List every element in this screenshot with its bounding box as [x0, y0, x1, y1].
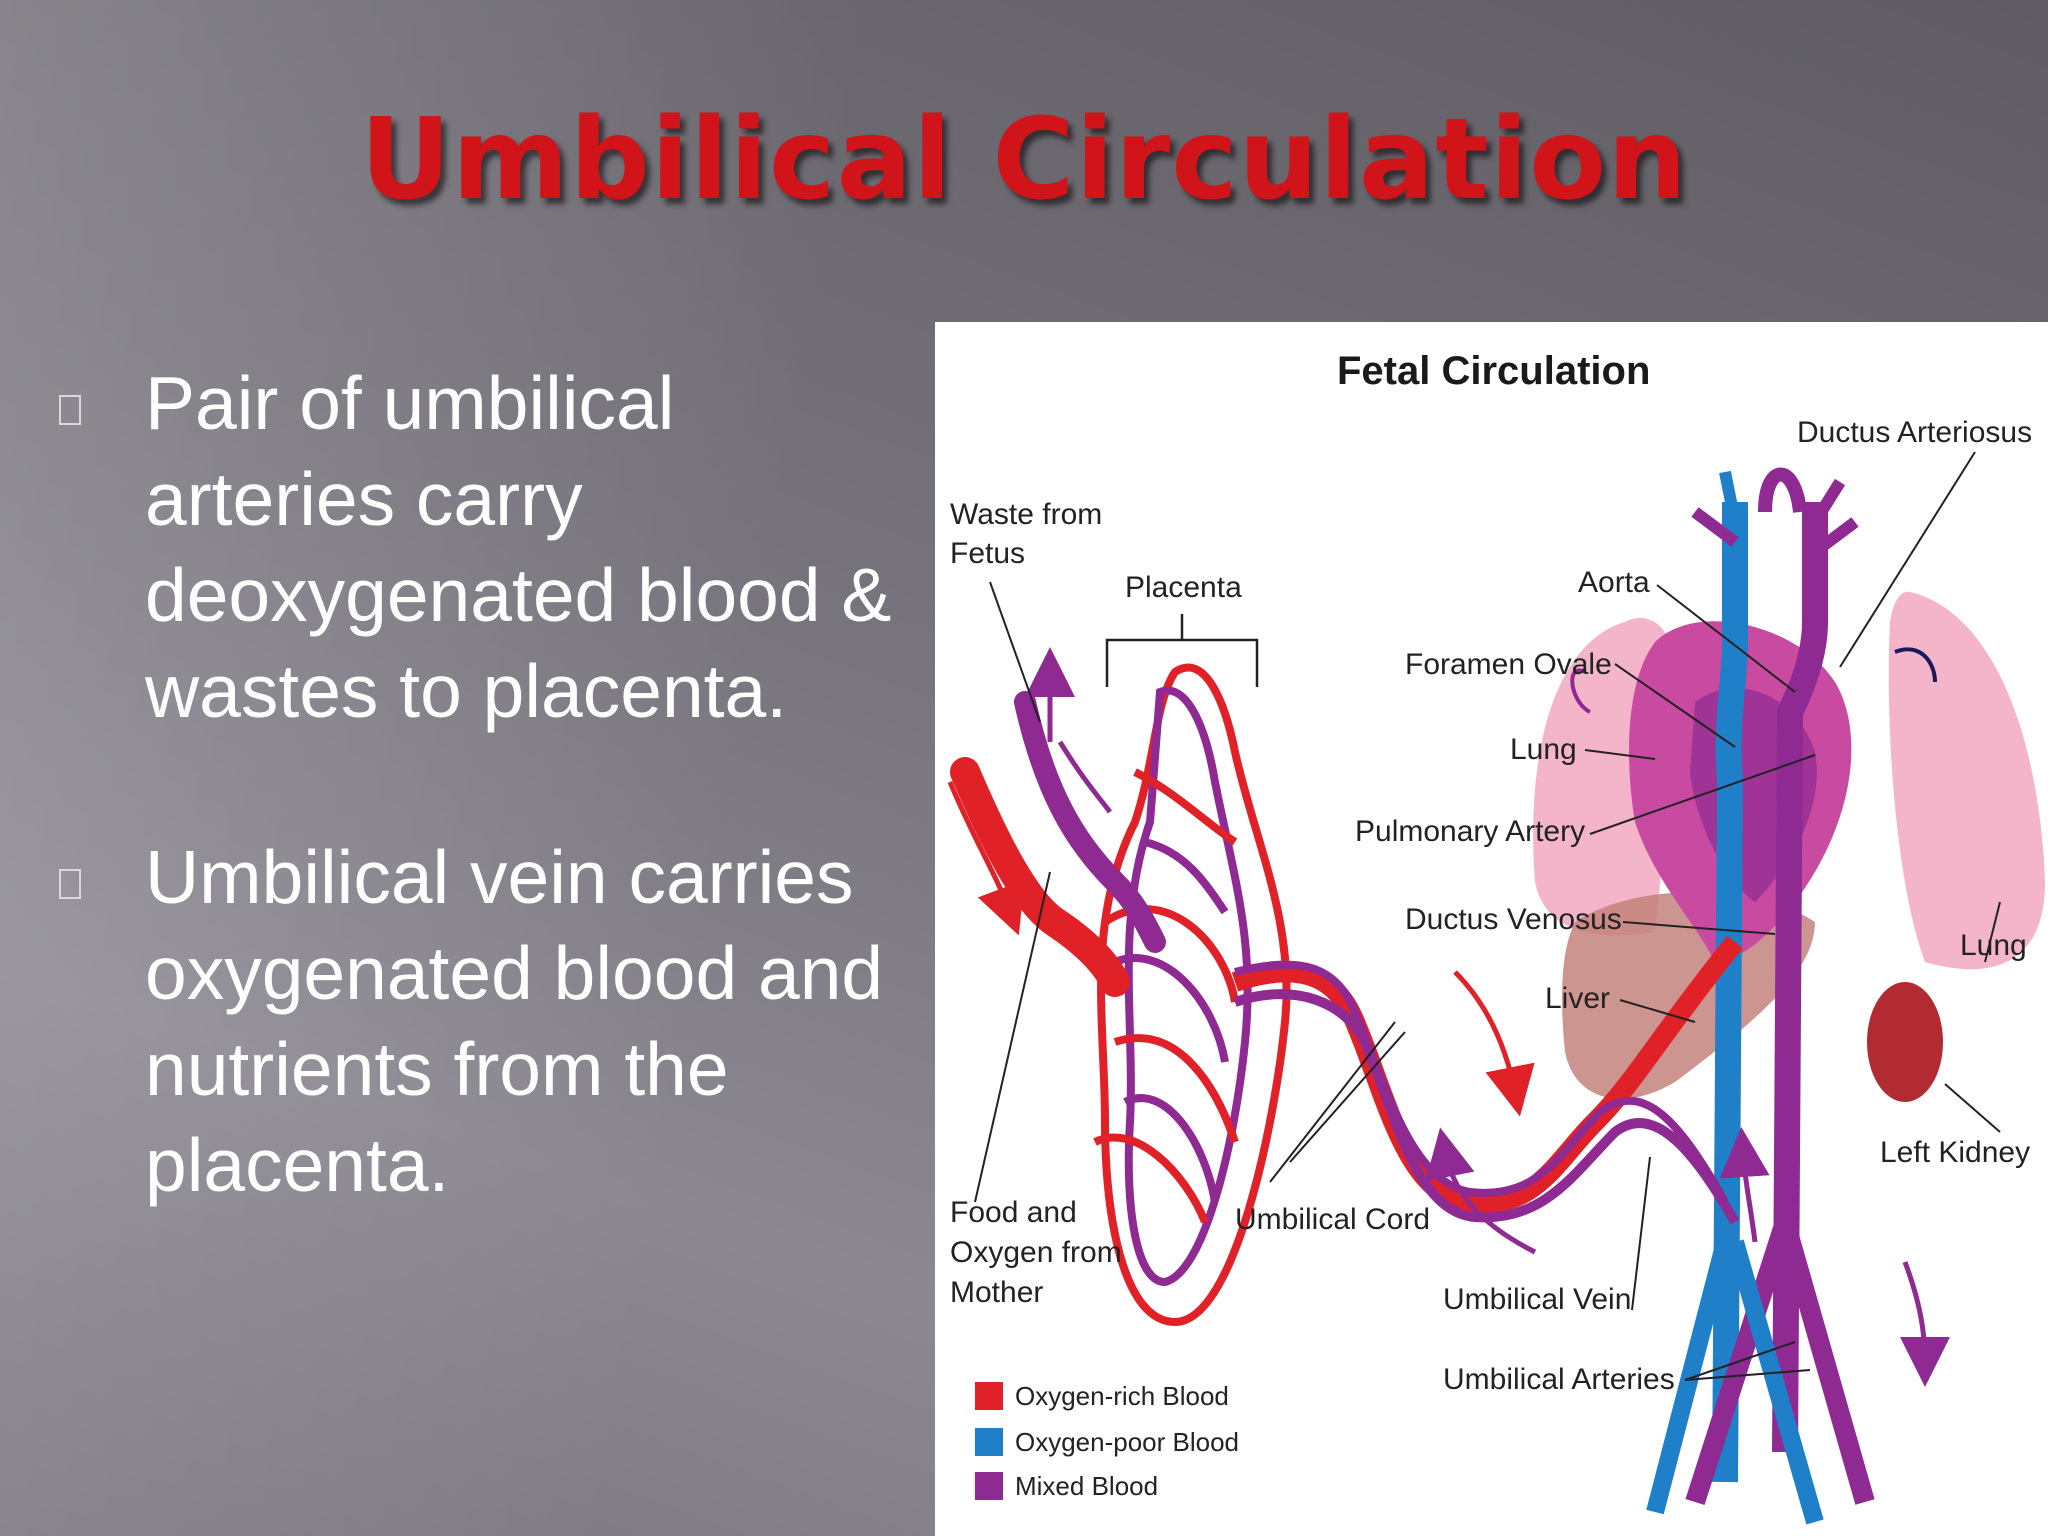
legend-label-oxygen-rich: Oxygen-rich Blood: [1015, 1381, 1229, 1411]
label-food-oxygen-line2: Oxygen from: [950, 1236, 1122, 1269]
label-food-oxygen-line1: Food and: [950, 1196, 1077, 1229]
label-foramen-ovale: Foramen Ovale: [1405, 648, 1612, 681]
diagram-title: Fetal Circulation: [1337, 349, 1650, 393]
left-kidney: [1867, 982, 1943, 1102]
bullet-square-icon: [59, 395, 81, 425]
label-lung-right: Lung: [1960, 929, 2027, 962]
label-left-kidney: Left Kidney: [1880, 1136, 2030, 1169]
label-placenta: Placenta: [1125, 571, 1242, 604]
legend-swatch-oxygen-poor: [975, 1428, 1003, 1456]
legend-label-oxygen-poor: Oxygen-poor Blood: [1015, 1427, 1239, 1457]
label-umbilical-cord: Umbilical Cord: [1235, 1203, 1430, 1236]
slide-title: Umbilical Circulation: [0, 95, 2048, 225]
legend: Oxygen-rich Blood Oxygen-poor Blood Mixe…: [975, 1381, 1239, 1501]
label-waste-from-fetus-line1: Waste from: [950, 498, 1102, 531]
label-umbilical-arteries: Umbilical Arteries: [1443, 1363, 1675, 1396]
legend-swatch-mixed: [975, 1472, 1003, 1500]
label-aorta: Aorta: [1578, 566, 1650, 599]
legend-swatch-oxygen-rich: [975, 1382, 1003, 1410]
label-umbilical-vein: Umbilical Vein: [1443, 1283, 1631, 1316]
bullet-item: Pair of umbilical arteries carry deoxyge…: [55, 355, 925, 739]
label-ductus-arteriosus: Ductus Arteriosus: [1797, 416, 2032, 449]
label-food-oxygen-line3: Mother: [950, 1276, 1043, 1309]
legend-label-mixed: Mixed Blood: [1015, 1471, 1158, 1501]
label-liver: Liver: [1545, 982, 1610, 1015]
label-waste-from-fetus-line2: Fetus: [950, 537, 1025, 570]
label-lung-upper: Lung: [1510, 733, 1577, 766]
fetal-circulation-illustration: Fetal Circulation: [935, 322, 2048, 1536]
maternal-artery: [965, 772, 1115, 982]
vena-cava-vessel: [1725, 502, 1735, 1482]
bullet-square-icon: [59, 869, 81, 899]
fetal-circulation-diagram: Fetal Circulation: [935, 322, 2048, 1536]
label-pulmonary-artery: Pulmonary Artery: [1355, 815, 1585, 848]
bullet-item: Umbilical vein carries oxygenated blood …: [55, 829, 925, 1213]
bullet-text: Umbilical vein carries oxygenated blood …: [145, 829, 925, 1213]
placenta-bracket: [1107, 614, 1257, 687]
bullet-text: Pair of umbilical arteries carry deoxyge…: [145, 355, 925, 739]
bullet-list: Pair of umbilical arteries carry deoxyge…: [55, 355, 925, 1303]
label-ductus-venosus: Ductus Venosus: [1405, 903, 1622, 936]
